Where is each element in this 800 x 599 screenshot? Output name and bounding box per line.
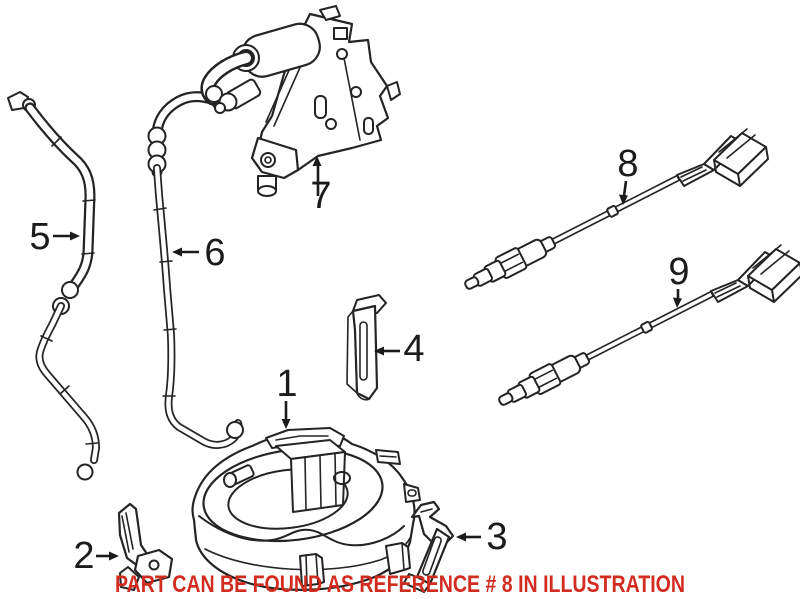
bracket-2-drawing xyxy=(117,502,174,591)
callout-8: 8 xyxy=(617,143,639,205)
callout-7-label: 7 xyxy=(310,175,331,217)
callout-3-arrowhead xyxy=(456,532,466,542)
callout-5-label: 5 xyxy=(29,216,50,258)
oxygen-sensor-8-drawing xyxy=(459,128,769,298)
callout-2: 2 xyxy=(73,535,119,577)
reference-note: PART CAN BE FOUND AS REFERENCE # 8 IN IL… xyxy=(115,571,685,598)
callout-2-label: 2 xyxy=(73,535,94,577)
callout-7: 7 xyxy=(310,156,332,217)
canister-drawing xyxy=(191,427,421,591)
hose-6-drawing xyxy=(147,91,244,449)
bracket-4-drawing xyxy=(346,294,387,401)
callout-3: 3 xyxy=(456,516,508,558)
callout-8-arrowhead xyxy=(619,194,628,205)
callout-9: 9 xyxy=(668,251,690,308)
callout-6-label: 6 xyxy=(204,232,225,274)
callout-2-arrowhead xyxy=(109,551,119,561)
callout-9-arrowhead xyxy=(673,297,682,308)
purge-valve-assembly-drawing xyxy=(200,5,401,197)
callout-8-arrow xyxy=(622,180,628,197)
callout-4-label: 4 xyxy=(403,328,424,370)
bracket-3-drawing xyxy=(403,500,455,593)
callout-4: 4 xyxy=(374,328,425,370)
callout-1-label: 1 xyxy=(276,363,297,405)
callout-4-arrowhead xyxy=(374,346,384,356)
callout-1: 1 xyxy=(276,363,298,429)
hose-5-drawing xyxy=(7,91,100,481)
callout-6-arrowhead xyxy=(172,247,182,257)
callout-8-label: 8 xyxy=(617,143,638,185)
callout-7-arrowhead xyxy=(312,156,322,166)
callout-5: 5 xyxy=(29,216,80,258)
callout-5-arrowhead xyxy=(70,231,80,241)
oxygen-sensor-9-drawing xyxy=(493,244,800,414)
callout-1-arrowhead xyxy=(281,419,291,429)
callout-3-label: 3 xyxy=(486,516,507,558)
callout-6: 6 xyxy=(172,232,226,274)
callout-9-label: 9 xyxy=(668,251,689,293)
